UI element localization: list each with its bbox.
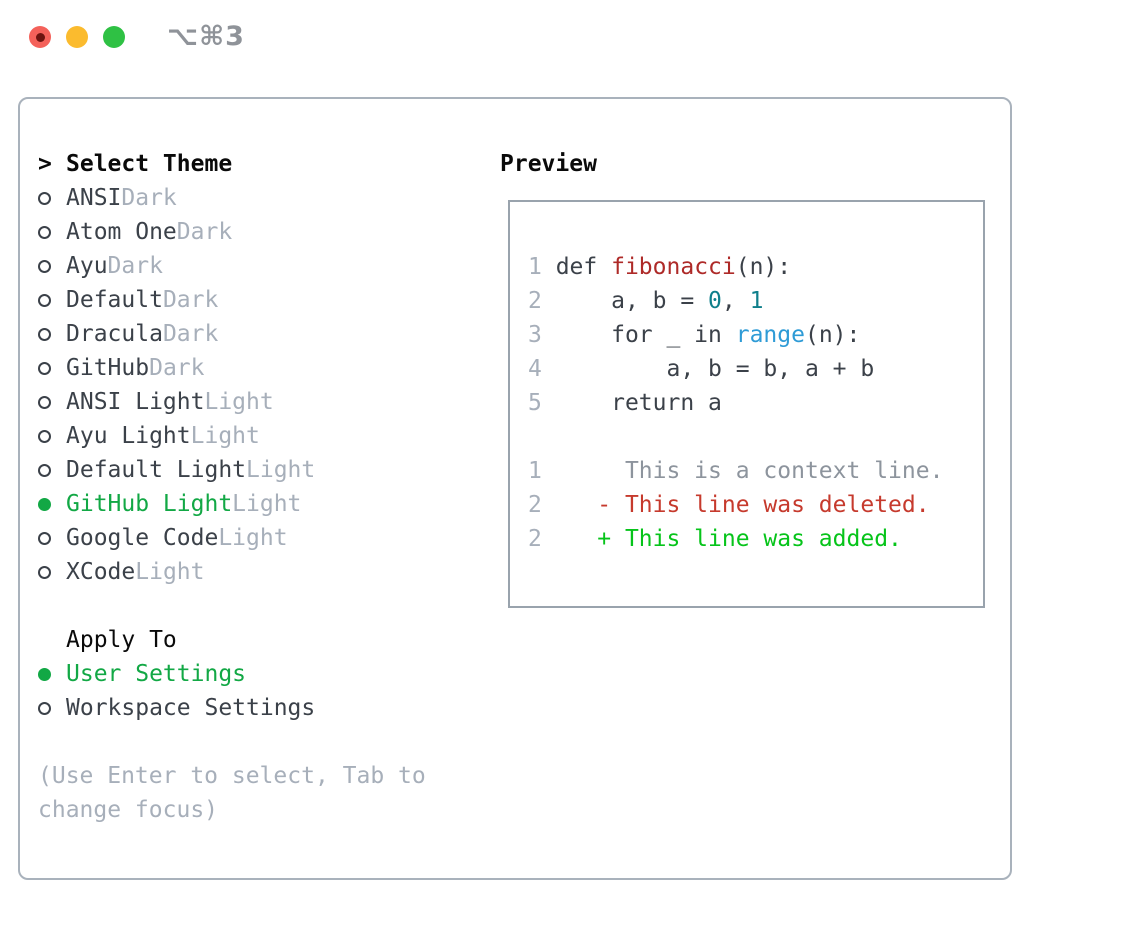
preview-pane: 1 def fibonacci(n): 2 a, b = 0, 1 3 for _ …: [508, 200, 985, 608]
theme-option[interactable]: Ayu Dark: [38, 249, 426, 283]
code-line: 2 a, b = 0, 1: [528, 288, 764, 314]
hint-text: (Use Enter to select, Tab to change focus…: [38, 759, 426, 827]
radio-icon: [38, 531, 66, 545]
theme-variant-tag: Light: [232, 491, 302, 517]
code-line: 1 This is a context line.: [528, 458, 944, 484]
theme-variant-tag: Light: [246, 457, 316, 483]
theme-variant-tag: Dark: [107, 253, 163, 279]
option-label: GitHub Light: [66, 491, 233, 517]
option-label: XCode: [66, 559, 136, 585]
radio-icon: [38, 463, 66, 477]
option-label: Atom One: [66, 219, 177, 245]
option-label: Google Code: [66, 525, 219, 551]
code-line: 2 - This line was deleted.: [528, 492, 930, 518]
code-line: 4 a, b = b, a + b: [528, 356, 875, 382]
theme-option[interactable]: Atom One Dark: [38, 215, 426, 249]
code-line: 1 def fibonacci(n):: [528, 254, 792, 280]
theme-menu-title-row: > Select Theme: [38, 147, 426, 181]
keyboard-shortcut-label: ⌥⌘3: [167, 21, 245, 52]
option-label: Default: [66, 287, 163, 313]
theme-variant-tag: Light: [135, 559, 205, 585]
radio-icon: [38, 327, 66, 341]
radio-selected-icon: [38, 667, 66, 681]
titlebar: [29, 26, 125, 48]
radio-icon: [38, 701, 66, 715]
apply-to-title-row: Apply To: [38, 623, 426, 657]
theme-menu-title: Select Theme: [66, 151, 233, 177]
option-label: Default Light: [66, 457, 247, 483]
hint-line: change focus): [38, 797, 219, 823]
theme-option[interactable]: XCode Light: [38, 555, 426, 589]
radio-icon: [38, 225, 66, 239]
radio-icon: [38, 361, 66, 375]
theme-option[interactable]: Default Dark: [38, 283, 426, 317]
theme-option[interactable]: GitHub Light Light: [38, 487, 426, 521]
option-label: ANSI Light: [66, 389, 205, 415]
apply-to-option[interactable]: Workspace Settings: [38, 691, 426, 725]
radio-selected-icon: [38, 497, 66, 511]
theme-variant-tag: Light: [204, 389, 274, 415]
option-label: Ayu Light: [66, 423, 191, 449]
option-label: Workspace Settings: [66, 695, 316, 721]
radio-icon: [38, 395, 66, 409]
code-sample: 1 def fibonacci(n): 2 a, b = 0, 1 3 for _ …: [528, 250, 943, 556]
theme-option[interactable]: Google Code Light: [38, 521, 426, 555]
selection-caret-icon: >: [38, 151, 52, 177]
theme-option[interactable]: ANSI Dark: [38, 181, 426, 215]
code-line: 5 return a: [528, 390, 722, 416]
code-line: 3 for _ in range(n):: [528, 322, 861, 348]
theme-variant-tag: Light: [218, 525, 288, 551]
option-label: ANSI: [66, 185, 122, 211]
radio-icon: [38, 293, 66, 307]
minimize-button[interactable]: [66, 26, 88, 48]
code-line: 2 + This line was added.: [528, 526, 902, 552]
spacer: [38, 725, 426, 759]
theme-variant-tag: Dark: [162, 321, 219, 347]
option-label: Dracula: [66, 321, 163, 347]
radio-icon: [38, 259, 66, 273]
preview-title: Preview: [500, 151, 597, 177]
theme-option[interactable]: GitHub Dark: [38, 351, 426, 385]
theme-variant-tag: Dark: [121, 185, 177, 211]
option-label: GitHub: [66, 355, 150, 381]
theme-variant-tag: Dark: [176, 219, 233, 245]
apply-to-title: Apply To: [66, 627, 177, 653]
radio-icon: [38, 191, 66, 205]
code-line: [528, 420, 943, 454]
theme-variant-tag: Light: [190, 423, 260, 449]
theme-option[interactable]: Dracula Dark: [38, 317, 426, 351]
zoom-button[interactable]: [103, 26, 125, 48]
theme-variant-tag: Dark: [149, 355, 205, 381]
spacer: [38, 589, 426, 623]
hint-line: (Use Enter to select, Tab to: [38, 763, 426, 789]
radio-icon: [38, 429, 66, 443]
theme-option[interactable]: ANSI Light Light: [38, 385, 426, 419]
theme-variant-tag: Dark: [162, 287, 219, 313]
close-dot-icon: [35, 32, 45, 42]
theme-option[interactable]: Ayu Light Light: [38, 419, 426, 453]
apply-to-option[interactable]: User Settings: [38, 657, 426, 691]
option-label: Ayu: [66, 253, 108, 279]
radio-icon: [38, 565, 66, 579]
option-label: User Settings: [66, 661, 247, 687]
close-button[interactable]: [29, 26, 51, 48]
theme-option[interactable]: Default Light Light: [38, 453, 426, 487]
